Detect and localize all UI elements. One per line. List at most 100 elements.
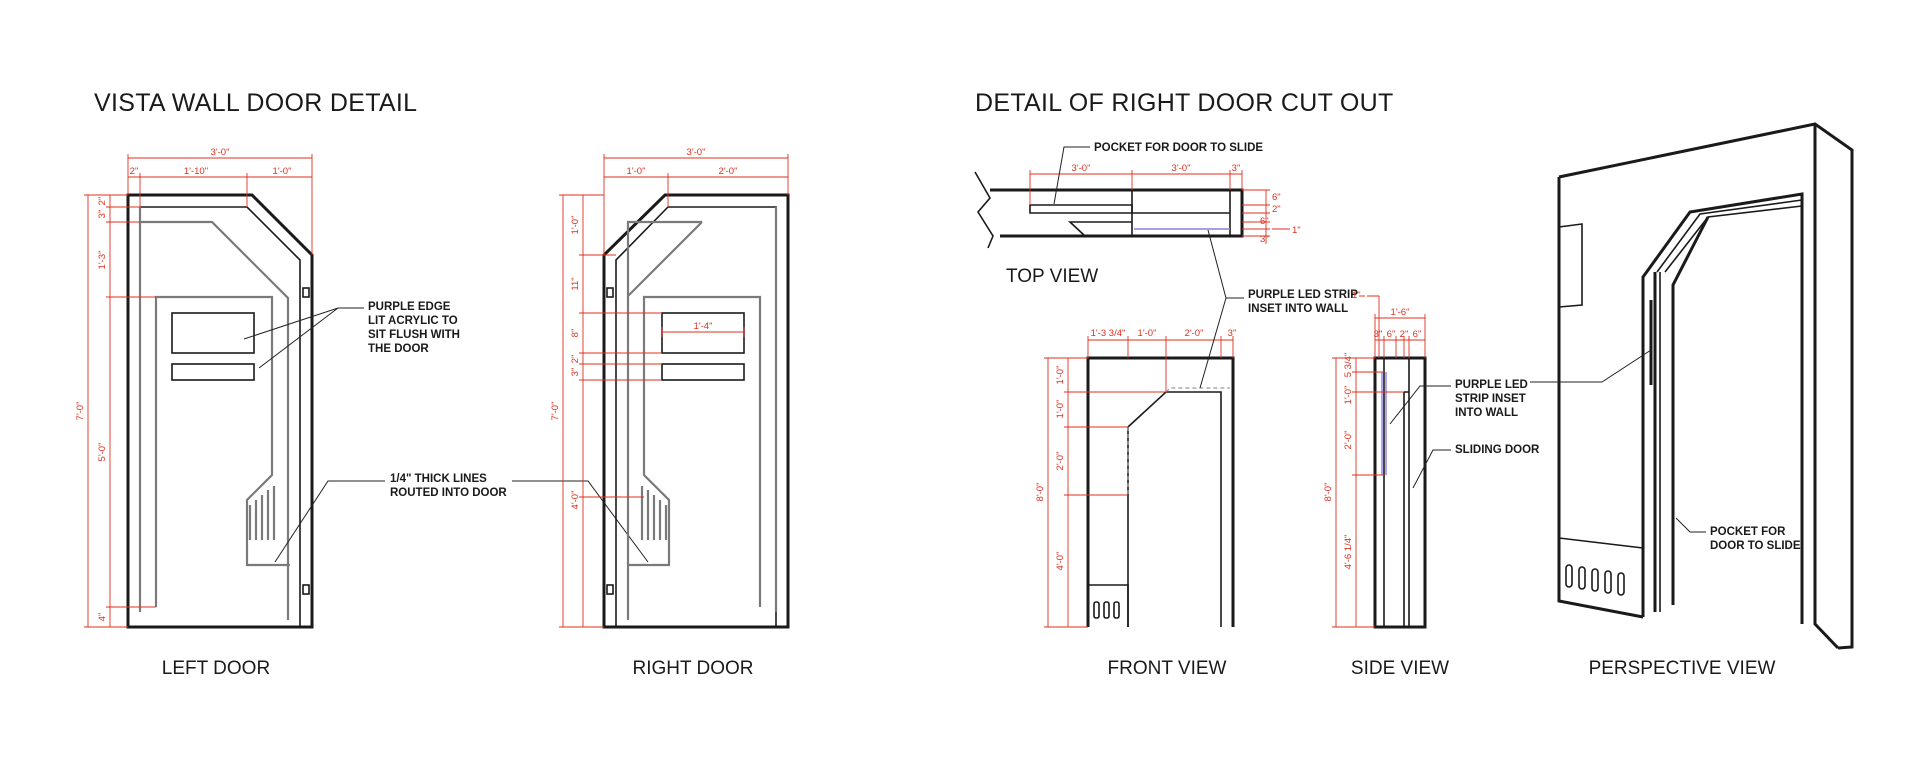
sliding-door-note-line-1: SLIDING DOOR (1455, 444, 1540, 456)
left-panel-title: VISTA WALL DOOR DETAIL (94, 89, 417, 117)
perspective-view-caption: PERSPECTIVE VIEW (1589, 658, 1776, 679)
top-view-dim-r-c: 6" (1260, 216, 1269, 227)
perspective-frame-top (1558, 122, 1854, 650)
front-view-dim-seg-c: 2'-0" (1185, 328, 1204, 339)
left-door-dim-h-e: 4" (97, 613, 108, 622)
front-view-hidden-lines (1127, 387, 1230, 495)
front-view-dim-seg-d: 3" (1228, 328, 1237, 339)
front-view-dim-h-b: 1'-0" (1055, 400, 1066, 419)
left-door-caption: LEFT DOOR (162, 658, 270, 679)
pocket-perspective-note: POCKET FOR DOOR TO SLIDE (1675, 517, 1801, 552)
top-view-door-pocket (1029, 204, 1133, 214)
front-view-vent-slots (1093, 601, 1120, 619)
pocket-perspective-note-line-2: DOOR TO SLIDE (1710, 540, 1801, 552)
left-door-dim-h-a: 3" (97, 210, 108, 219)
side-view-dim-h-d: 4'-6 1/4" (1343, 535, 1354, 570)
right-door-dim-h-e: 2" (570, 355, 581, 364)
right-door-dim-h-a: 1'-0" (570, 216, 581, 235)
led-front-note-leaders (1199, 229, 1244, 389)
left-door-routed-line-inner (154, 295, 290, 607)
right-door-dim-width: 3'-0" (687, 147, 706, 158)
left-door-acrylic-window-2 (171, 363, 255, 381)
perspective-frame-edge (1813, 124, 1840, 650)
top-view-break-line (974, 171, 994, 249)
top-view-dim-r-d: 3" (1260, 234, 1269, 245)
pocket-top-note-line-1: POCKET FOR DOOR TO SLIDE (1094, 142, 1263, 154)
right-door-dim-h-f: 4'-0" (570, 491, 581, 510)
right-door-dim-h-c: 8" (570, 329, 581, 338)
acrylic-note: PURPLE EDGE LIT ACRYLIC TO SIT FLUSH WIT… (243, 301, 460, 369)
top-view-dim-r-e: 1" (1292, 225, 1301, 236)
left-door-dim-h-c: 1'-3" (97, 251, 108, 270)
left-door-dim-height: 7'-0" (75, 402, 86, 421)
perspective-door-top-edges (1656, 199, 1803, 273)
right-door-dim-seg-b: 2'-0" (719, 166, 738, 177)
pocket-perspective-note-leader (1675, 517, 1706, 533)
left-door-dimensions: 3'-0" 2" 1'-10" 1'-0" 7'-0" 3" 2" 1'-3" … (75, 147, 313, 628)
left-door-dim-h-b: 2" (97, 197, 108, 206)
front-view-drawing: 1'-3 3/4" 1'-0" 2'-0" 3" 8'-0" 1'-0" 1'-… (1035, 328, 1237, 628)
top-view-dim-r-b: 2" (1272, 204, 1281, 215)
side-view-led-strip (1381, 372, 1387, 475)
led-side-to-perspective-leader (1573, 349, 1652, 383)
top-view-door-profile (1000, 221, 1132, 237)
right-door-dim-seg-a: 1'-0" (627, 166, 646, 177)
right-door-acrylic-window-2 (661, 363, 745, 381)
right-door-routed-line-top (626, 220, 703, 620)
right-door-dim-h-d: 3" (570, 368, 581, 377)
left-door-outline (126, 193, 314, 629)
side-view-dim-h-b: 1'-0" (1343, 386, 1354, 405)
side-view-dimensions: 1'-6" 1" 3" 6" 2" 6" 8'-0" 5 3/4" 1'-0" … (1323, 290, 1426, 628)
pocket-top-note: POCKET FOR DOOR TO SLIDE (1053, 142, 1263, 205)
acrylic-note-line-1: PURPLE EDGE (368, 301, 451, 313)
front-view-outline (1086, 356, 1235, 627)
right-door-hinge-top (606, 287, 614, 298)
left-door-hinge-bottom (302, 584, 310, 595)
right-door-dimensions: 3'-0" 1'-0" 2'-0" 1'-4" 7'-0" 1'-0" 11" … (550, 147, 789, 628)
routed-note-line-1: 1/4" THICK LINES (390, 473, 487, 485)
right-door-hinge-bottom (606, 584, 614, 595)
top-view-dim-seg-b: 3'-0" (1172, 163, 1191, 174)
right-door-dim-window: 1'-4" (694, 321, 713, 332)
led-side-note-leader (1389, 385, 1451, 425)
led-side-note-line-2: STRIP INSET (1455, 393, 1526, 405)
top-view-drawing: 3'-0" 3'-0" 3" 6" 2" 6" 3" 1" (974, 163, 1301, 249)
side-view-dim-top-total: 1'-6" (1391, 307, 1410, 318)
side-view-dim-top-one: 1" (1352, 290, 1361, 301)
acrylic-note-line-2: LIT ACRYLIC TO (368, 315, 458, 327)
routed-note-line-2: ROUTED INTO DOOR (390, 487, 507, 499)
left-door-routed-line-top (140, 220, 290, 620)
left-door-acrylic-window-1 (171, 312, 255, 354)
front-view-dim-h-total: 8'-0" (1035, 483, 1046, 502)
left-door-dim-seg-c: 1'-0" (273, 166, 292, 177)
led-front-note: PURPLE LED STRIP INSET INTO WALL (1199, 229, 1358, 389)
led-side-note-line-3: INTO WALL (1455, 407, 1518, 419)
pocket-top-note-leader (1053, 146, 1090, 205)
sliding-door-note: SLIDING DOOR (1412, 444, 1540, 489)
right-panel-title: DETAIL OF RIGHT DOOR CUT OUT (975, 89, 1394, 117)
side-view-dim-s-b: 6" (1387, 329, 1396, 340)
left-door-dim-h-d: 5'-0" (97, 443, 108, 462)
side-view-inner-lines (1383, 358, 1410, 627)
top-view-dim-seg-a: 3'-0" (1072, 163, 1091, 174)
right-door-vent-slots (640, 486, 668, 540)
left-door-dim-width: 3'-0" (211, 147, 230, 158)
front-view-dimensions: 1'-3 3/4" 1'-0" 2'-0" 3" 8'-0" 1'-0" 1'-… (1035, 328, 1237, 628)
right-door-acrylic-window-1 (661, 312, 745, 354)
led-side-note: PURPLE LED STRIP INSET INTO WALL (1389, 379, 1528, 425)
perspective-back-panel (1558, 223, 1583, 308)
acrylic-note-line-3: SIT FLUSH WITH (368, 329, 460, 341)
left-door-inner-edge (140, 206, 301, 627)
side-view-dim-h-c: 2'-0" (1343, 431, 1354, 450)
top-view-dim-r-a: 6" (1272, 192, 1281, 203)
side-view-drawing: 1'-6" 1" 3" 6" 2" 6" 8'-0" 5 3/4" 1'-0" … (1323, 290, 1427, 629)
side-view-dim-h-total: 8'-0" (1323, 483, 1334, 502)
routed-note: 1/4" THICK LINES ROUTED INTO DOOR (274, 473, 649, 563)
left-door-vent-slots (248, 486, 276, 540)
side-view-dim-h-a: 5 3/4" (1343, 353, 1354, 378)
top-view-dim-seg-c: 3" (1232, 163, 1241, 174)
side-view-dim-s-a: 3" (1374, 329, 1383, 340)
front-view-dim-h-a: 1'-0" (1055, 366, 1066, 385)
left-door-hinge-top (302, 287, 310, 298)
